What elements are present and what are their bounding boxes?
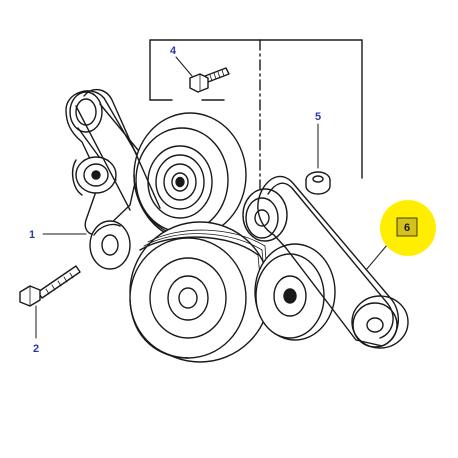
callout-2: 2: [33, 343, 39, 355]
upper-pulley: [133, 112, 247, 241]
callout-1: 1: [29, 229, 35, 241]
callout-4: 4: [170, 45, 177, 57]
callout-label-5: 5: [315, 111, 321, 123]
idler-pulley-small: [242, 188, 288, 242]
callout-label-6: 6: [404, 222, 410, 234]
callout-label-2: 2: [33, 343, 39, 355]
crankshaft-pulley: [129, 221, 271, 363]
callout-6-highlighted: 6: [380, 200, 436, 256]
spacer-part-5: [305, 171, 331, 195]
idler-pulley-lower-right: [351, 295, 409, 349]
bolt-part-2: [19, 265, 81, 307]
callout-label-4: 4: [170, 45, 177, 57]
callout-5: 5: [315, 111, 321, 123]
highlight-box: [396, 217, 418, 237]
power-steering-pulley: [254, 243, 336, 341]
tensioner-assembly-part-1: [65, 90, 141, 270]
drive-belt-part-6: [75, 89, 400, 347]
callout-label-1: 1: [29, 229, 35, 241]
detail-bracket-frame: [149, 39, 363, 211]
bolt-part-4: [189, 67, 230, 93]
